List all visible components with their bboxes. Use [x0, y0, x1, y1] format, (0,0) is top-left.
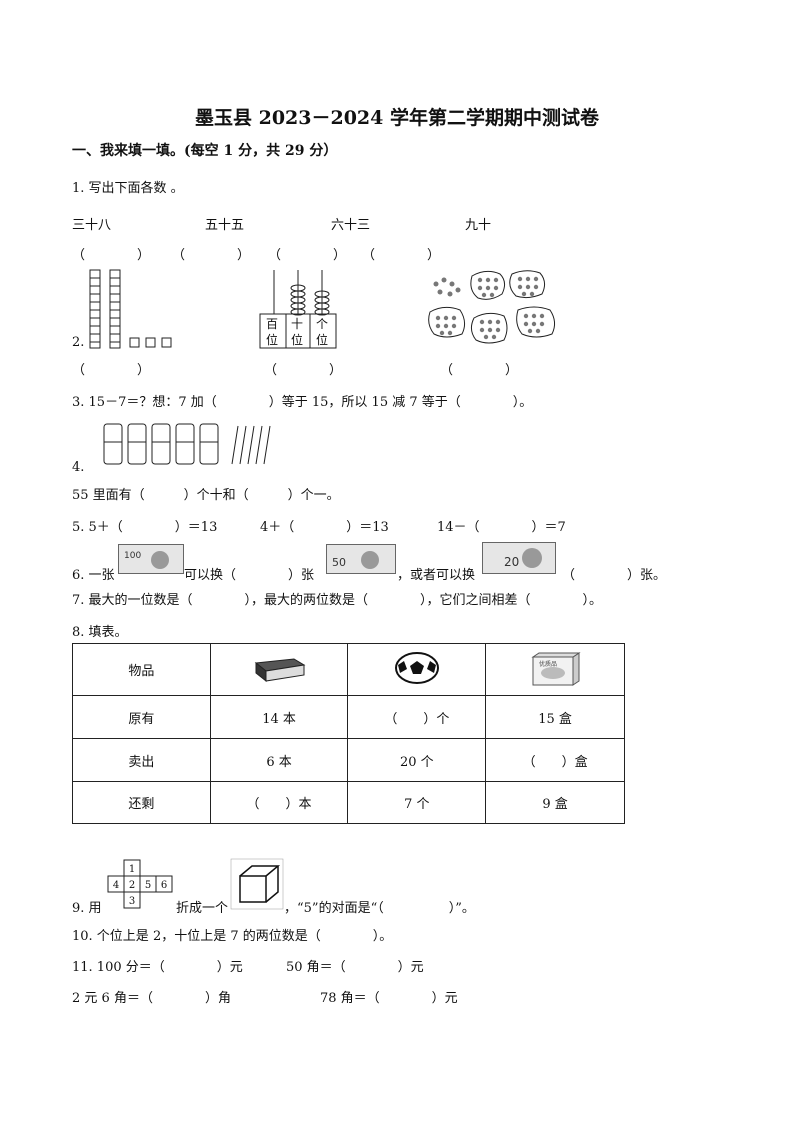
book-icon: [254, 657, 306, 682]
q1-blank-2[interactable]: （ ）: [172, 248, 251, 263]
net-face-label: 1: [129, 864, 135, 875]
table-cell: 9 盒: [485, 781, 625, 824]
banknote-value: 50: [332, 556, 346, 569]
question-4-label: 4.: [72, 460, 85, 475]
question-8-label: 8. 填表。: [72, 625, 128, 640]
fill-table: 物品 优质品 原有: [72, 643, 625, 824]
soccer-ball-icon: [394, 651, 439, 684]
table-cell: [209, 643, 349, 696]
net-face-label: 2: [129, 880, 135, 891]
q1-item-1: 三十八: [72, 218, 112, 233]
abacus-label: 个: [316, 317, 328, 331]
question-9-part-3: ，“5”的对面是“（ ）”。: [284, 901, 475, 916]
table-cell: 原有: [72, 695, 211, 739]
table-cell[interactable]: （ ）个: [347, 695, 487, 739]
question-12-b: 78 角＝（ ）元: [320, 991, 458, 1006]
question-7: 7. 最大的一位数是（ ），最大的两位数是（ ），它们之间相差（ ）。: [72, 593, 603, 608]
banknote-value: 20: [504, 555, 519, 569]
table-row: 卖出 6 本 20 个 （ ）盒: [72, 738, 625, 782]
net-face-label: 5: [145, 880, 151, 891]
net-face-label: 4: [113, 880, 119, 891]
question-5-b: 4＋（ ）＝13: [260, 520, 389, 535]
banknote-100-image: 100: [118, 544, 184, 574]
q1-blank-4[interactable]: （ ）: [362, 248, 441, 263]
table-row: 物品 优质品: [72, 643, 625, 696]
table-cell: 6 本: [209, 738, 349, 782]
abacus-label: 位: [266, 332, 278, 347]
question-6-part-1: 6. 一张: [72, 568, 115, 583]
q1-item-4: 九十: [465, 218, 492, 233]
q1-item-3: 六十三: [331, 218, 371, 233]
q1-blank-1[interactable]: （ ）: [72, 248, 151, 263]
question-1-label: 1. 写出下面各数 。: [72, 181, 184, 196]
base-ten-blocks-image: [89, 269, 172, 349]
question-5-c: 14－（ ）＝7: [437, 520, 566, 535]
question-12-a: 2 元 6 角＝（ ）角: [72, 991, 231, 1006]
table-cell: 物品: [72, 643, 211, 696]
question-5-a: 5. 5＋（ ）＝13: [72, 520, 218, 535]
table-cell: 优质品: [485, 643, 625, 696]
question-10: 10. 个位上是 2，十位上是 7 的两位数是（ ）。: [72, 929, 393, 944]
abacus-label: 十: [291, 317, 303, 331]
question-4: 55 里面有（ ）个十和（ ）个一。: [72, 488, 340, 503]
net-face-label: 6: [161, 880, 167, 891]
table-cell: 还剩: [72, 781, 211, 824]
gift-box-icon: 优质品: [531, 651, 581, 686]
question-3: 3. 15－7＝？想：7 加（ ）等于 15，所以 15 减 7 等于（ ）。: [72, 395, 533, 410]
q1-item-2: 五十五: [205, 218, 245, 233]
table-cell: 14 本: [209, 695, 349, 739]
question-6-part-4: （ ）张。: [562, 568, 667, 583]
cube-image: [230, 858, 284, 910]
table-cell: 7 个: [347, 781, 487, 824]
page-title: 墨玉县 2023－2024 学年第二学期期中测试卷: [195, 107, 599, 129]
table-cell: [347, 643, 487, 696]
question-6-part-3: ，或者可以换: [397, 568, 476, 583]
banknote-value: 100: [124, 551, 141, 561]
stick-bundles-image: [103, 423, 271, 465]
banknote-50-image: 50: [326, 544, 396, 574]
net-face-label: 3: [129, 896, 135, 907]
q2-blank-1[interactable]: （ ）: [72, 363, 151, 378]
q2-blank-3[interactable]: （ ）: [440, 363, 519, 378]
question-6-part-2: 可以换（ ）张: [184, 568, 315, 583]
table-row: 原有 14 本 （ ）个 15 盒: [72, 695, 625, 739]
question-11-a: 11. 100 分＝（ ）元: [72, 960, 243, 975]
table-row: 还剩 （ ）本 7 个 9 盒: [72, 781, 625, 824]
question-9-part-2: 折成一个: [176, 901, 229, 916]
abacus-label: 位: [291, 332, 303, 347]
table-cell[interactable]: （ ）盒: [485, 738, 625, 782]
box-label: 优质品: [539, 660, 557, 668]
section-heading: 一、我来填一填。(每空 1 分，共 29 分）: [72, 143, 338, 159]
table-cell: 20 个: [347, 738, 487, 782]
question-11-b: 50 角＝（ ）元: [286, 960, 424, 975]
table-cell: 15 盒: [485, 695, 625, 739]
question-2-label: 2.: [72, 335, 85, 350]
cube-net-image: 1 4 2 5 6 3: [107, 859, 173, 909]
q2-blank-2[interactable]: （ ）: [264, 363, 343, 378]
question-9-part-1: 9. 用: [72, 901, 102, 916]
dot-groups-image: [428, 270, 556, 344]
banknote-20-image: 20: [482, 542, 556, 574]
abacus-image: 百 位 十 位 个 位: [259, 270, 337, 349]
q1-blank-3[interactable]: （ ）: [268, 248, 347, 263]
abacus-label: 位: [316, 332, 328, 347]
abacus-label: 百: [266, 317, 278, 331]
table-cell[interactable]: （ ）本: [209, 781, 349, 824]
table-cell: 卖出: [72, 738, 211, 782]
